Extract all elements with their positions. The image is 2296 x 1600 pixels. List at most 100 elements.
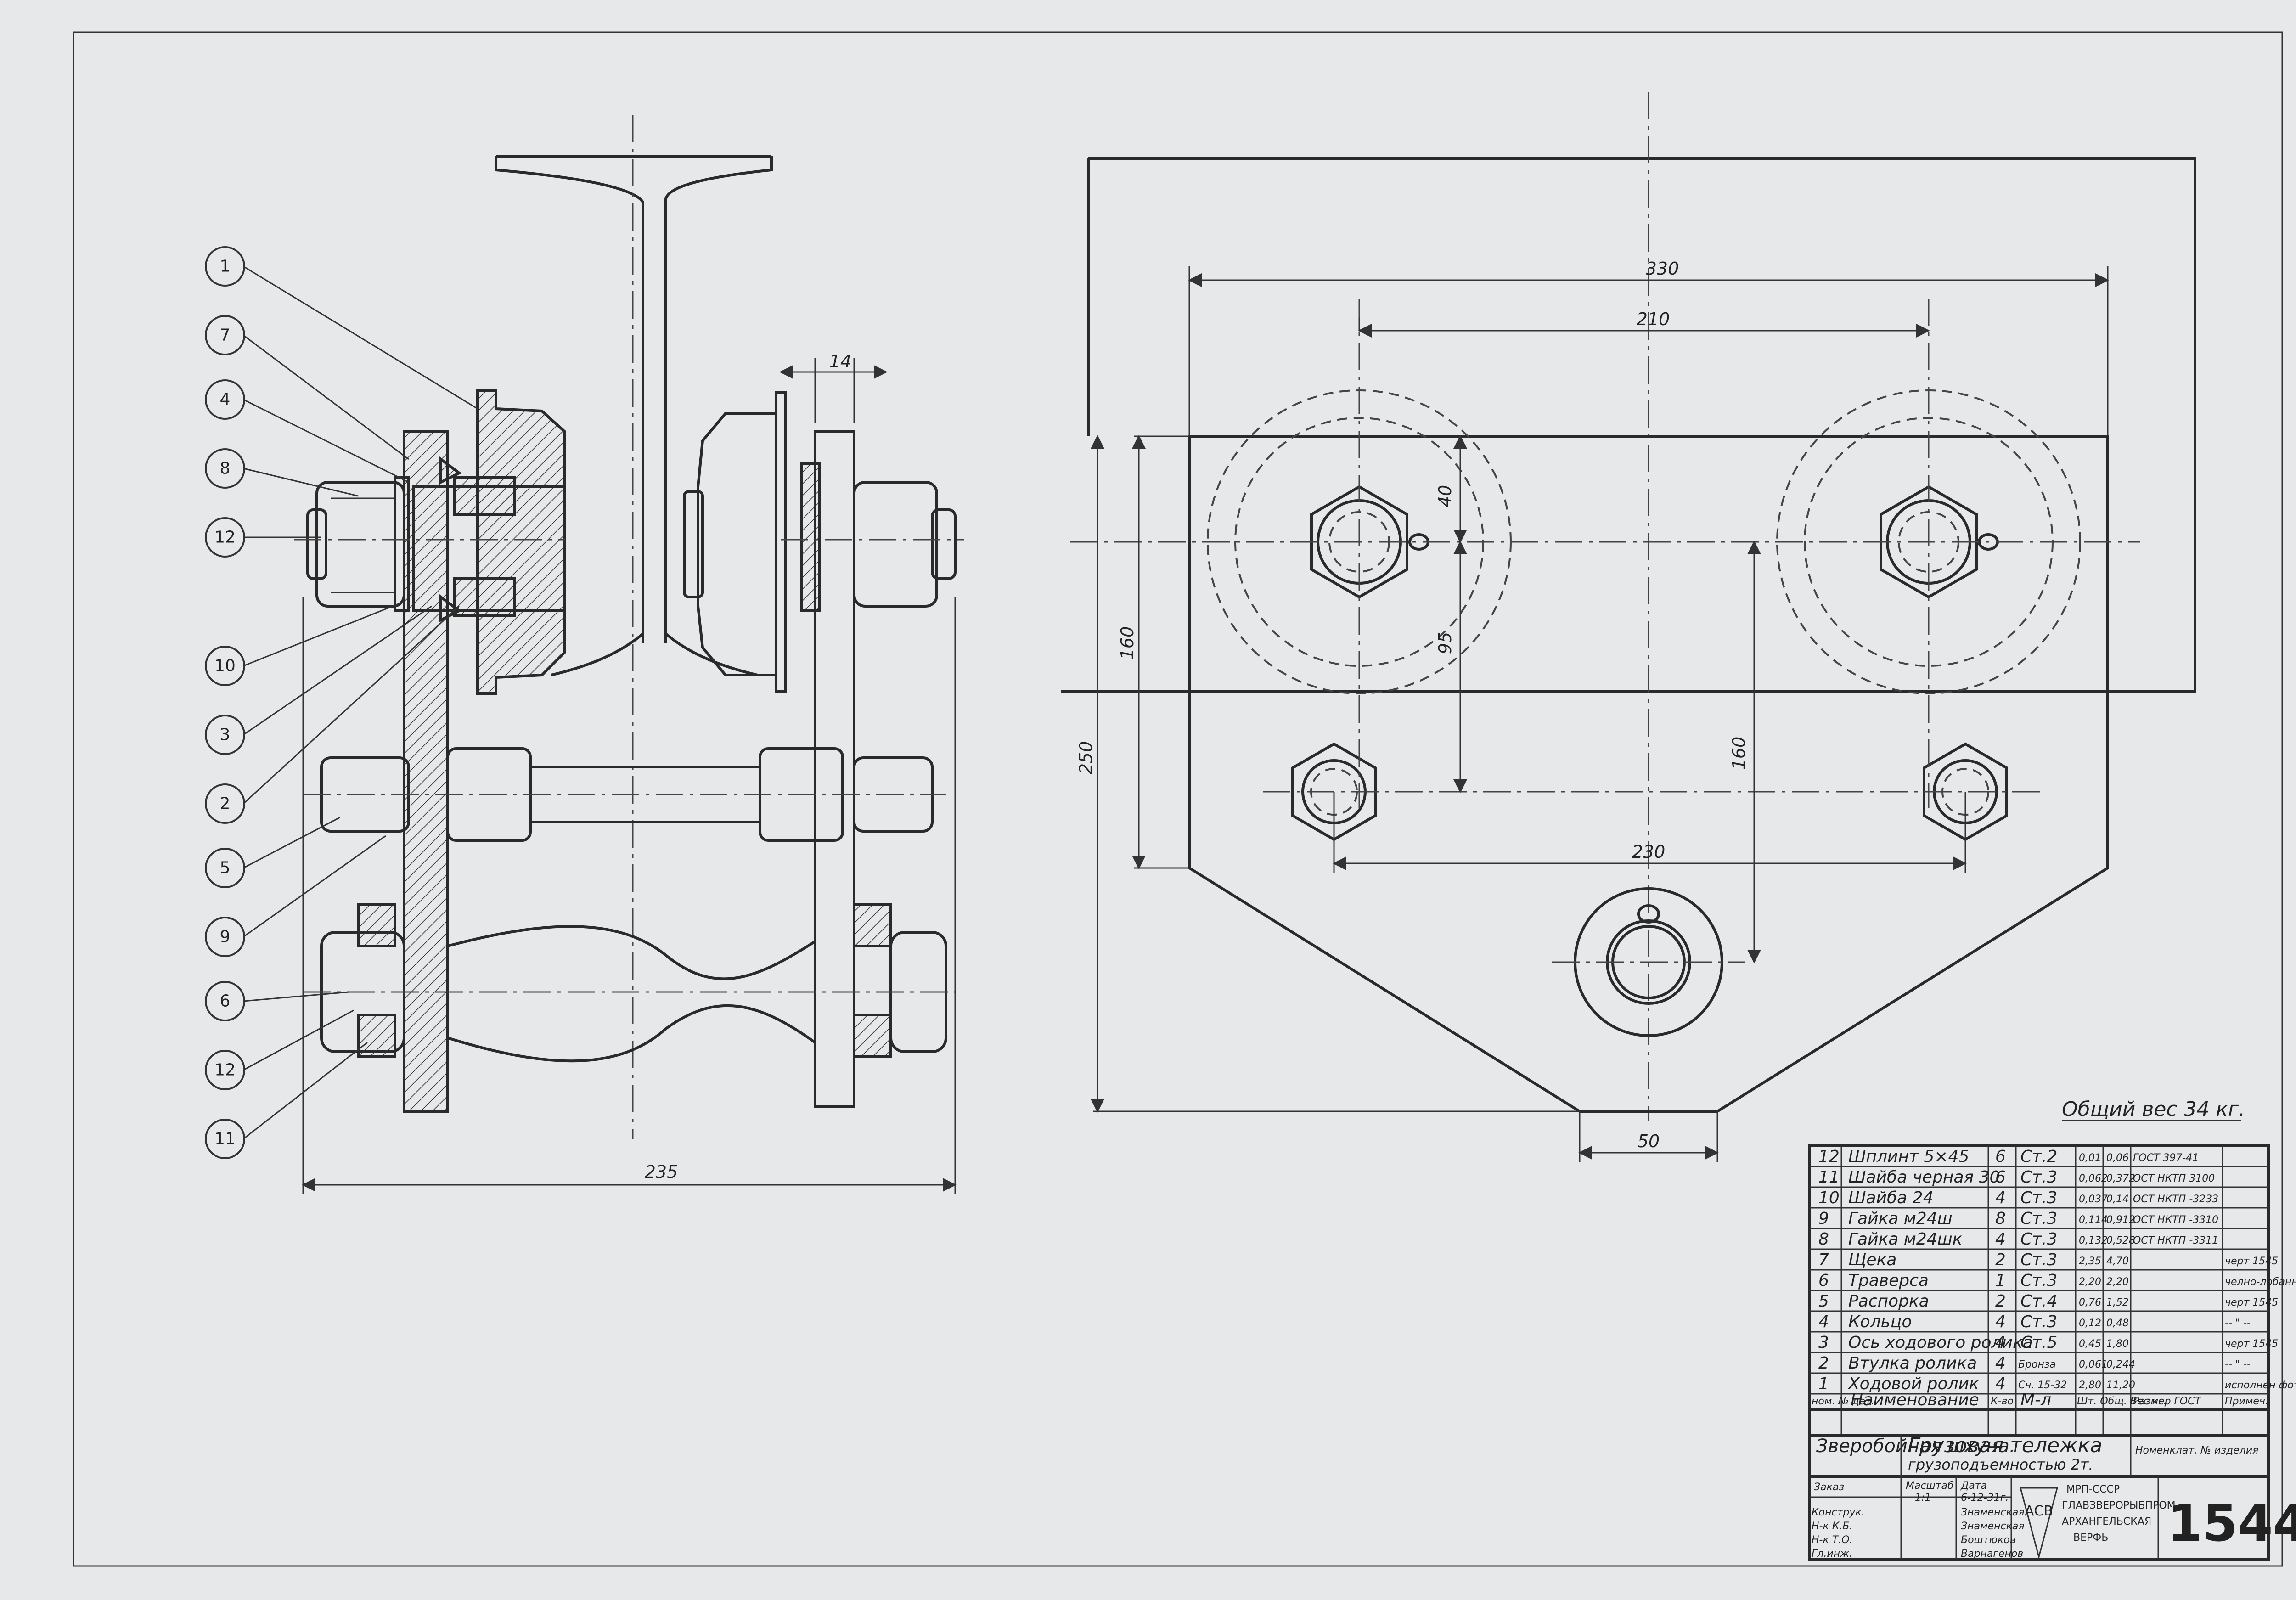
callout-3: 3	[220, 726, 231, 744]
table-header: ном. № дет. Наименование К-во М-л Шт. Об…	[1812, 1391, 2268, 1409]
dim-40-label: 40	[1435, 485, 1455, 507]
svg-text:2,20: 2,20	[2079, 1276, 2101, 1288]
callout-12b: 12	[214, 1061, 236, 1080]
callout-1: 1	[220, 257, 231, 276]
svg-text:ОСТ НКТП -3311: ОСТ НКТП -3311	[2133, 1235, 2218, 1246]
dim-210: 210	[1358, 309, 1930, 338]
total-weight: Общий вес 34 кг.	[2062, 1098, 2245, 1121]
svg-text:2,20: 2,20	[2106, 1276, 2129, 1288]
svg-text:4: 4	[1995, 1189, 2006, 1207]
callout-7: 7	[220, 326, 231, 345]
cheek-plate-left	[403, 430, 449, 1113]
svg-text:Боштюков: Боштюков	[1961, 1534, 2016, 1546]
svg-text:4: 4	[1995, 1313, 2006, 1331]
svg-text:Конструк.: Конструк.	[1812, 1507, 1865, 1518]
svg-text:7: 7	[1818, 1251, 1829, 1269]
dim-50: 50	[1578, 1111, 1719, 1162]
callout-11: 11	[214, 1130, 236, 1149]
svg-text:исполнен фотовый: исполнен фотовый	[2225, 1380, 2296, 1391]
svg-text:Шайба 24: Шайба 24	[1848, 1189, 1933, 1207]
svg-text:АСВ: АСВ	[2025, 1503, 2053, 1519]
svg-text:-- " --: -- " --	[2225, 1359, 2251, 1370]
svg-text:6: 6	[1818, 1271, 1829, 1290]
table-row: 4 Кольцо 4 Ст.3 0,12 0,48 -- " --	[1818, 1313, 2251, 1331]
svg-text:0,132: 0,132	[2079, 1235, 2108, 1246]
svg-text:1: 1	[1995, 1271, 2006, 1290]
table-row: 12 Шплинт 5×45 6 Ст.2 0,01 0,06 ГОСТ 397…	[1818, 1147, 2199, 1166]
svg-text:Бронза: Бронза	[2018, 1359, 2056, 1370]
svg-text:0,528: 0,528	[2106, 1235, 2135, 1246]
callout-5: 5	[220, 859, 231, 878]
order-label: Заказ	[1814, 1482, 1844, 1493]
svg-text:2: 2	[1995, 1251, 2006, 1269]
svg-text:Гайка м24шк: Гайка м24шк	[1848, 1230, 1963, 1249]
svg-text:ГЛАВЗВЕРОРЫБПРОМ: ГЛАВЗВЕРОРЫБПРОМ	[2062, 1500, 2176, 1511]
shipyard-logo: АСВ	[2020, 1487, 2058, 1560]
svg-text:2: 2	[1995, 1292, 2006, 1311]
svg-text:Кольцо: Кольцо	[1848, 1313, 1912, 1331]
svg-text:0,48: 0,48	[2106, 1318, 2129, 1329]
svg-text:0,372: 0,372	[2106, 1173, 2135, 1184]
parts-table: 12 Шплинт 5×45 6 Ст.2 0,01 0,06 ГОСТ 397…	[1808, 1144, 2296, 1437]
dim-14-label: 14	[829, 351, 851, 372]
svg-text:челно-лобанная: челно-лобанная	[2225, 1276, 2296, 1288]
svg-text:5: 5	[1818, 1292, 1829, 1311]
svg-text:0,14: 0,14	[2106, 1194, 2129, 1205]
table-row: 6 Траверса 1 Ст.3 2,20 2,20 челно-лобанн…	[1818, 1271, 2296, 1290]
svg-text:Ст.3: Ст.3	[2020, 1251, 2057, 1269]
svg-text:0,037: 0,037	[2079, 1194, 2108, 1205]
svg-text:4: 4	[1995, 1375, 2006, 1393]
sheet-frame	[73, 31, 2283, 1567]
svg-text:Знаменская: Знаменская	[1961, 1521, 2025, 1532]
svg-text:Размер ГОСТ: Размер ГОСТ	[2133, 1396, 2201, 1407]
svg-text:6: 6	[1995, 1147, 2006, 1166]
svg-text:4,70: 4,70	[2106, 1256, 2129, 1267]
svg-text:черт 1545: черт 1545	[2225, 1338, 2278, 1350]
svg-text:ОСТ НКТП 3100: ОСТ НКТП 3100	[2133, 1173, 2215, 1184]
svg-text:Траверса: Траверса	[1848, 1271, 1929, 1290]
dim-160-left: 160	[1117, 435, 1189, 869]
svg-text:6: 6	[1995, 1168, 2006, 1187]
svg-text:Примеч.: Примеч.	[2225, 1396, 2268, 1407]
rail-outline	[1061, 157, 2196, 693]
svg-text:0,912: 0,912	[2106, 1214, 2135, 1226]
svg-text:Ст.2: Ст.2	[2020, 1147, 2057, 1166]
svg-text:Распорка: Распорка	[1848, 1292, 1929, 1311]
svg-text:3: 3	[1818, 1333, 1829, 1352]
roller-left	[412, 389, 566, 695]
svg-text:8: 8	[1818, 1230, 1829, 1249]
svg-text:11,20: 11,20	[2106, 1380, 2135, 1391]
svg-text:Ст.3: Ст.3	[2020, 1168, 2057, 1187]
svg-text:4: 4	[1818, 1313, 1829, 1331]
table-row-lines	[1809, 1166, 2268, 1411]
svg-text:4: 4	[1995, 1333, 2006, 1352]
svg-text:Ст.3: Ст.3	[2020, 1271, 2057, 1290]
svg-text:9: 9	[1818, 1209, 1829, 1228]
svg-text:Ст.3: Ст.3	[2020, 1313, 2057, 1331]
sheet-number: 1544	[2167, 1494, 2296, 1553]
svg-text:Ст.5: Ст.5	[2020, 1333, 2057, 1352]
project-name: Зверобойная шхуна.	[1816, 1436, 2015, 1457]
svg-text:М-л: М-л	[2020, 1391, 2051, 1409]
svg-text:0,76: 0,76	[2079, 1297, 2101, 1308]
svg-text:Щека: Щека	[1848, 1251, 1896, 1269]
svg-text:Ст.3: Ст.3	[2020, 1209, 2057, 1228]
svg-text:К-во: К-во	[1991, 1396, 2014, 1407]
callout-9: 9	[220, 928, 231, 946]
drawing-title: Грузовая тележка	[1908, 1434, 2102, 1457]
svg-text:8: 8	[1995, 1209, 2006, 1228]
svg-text:ОСТ НКТП -3233: ОСТ НКТП -3233	[2133, 1194, 2218, 1205]
side-section-view: 14 235 1 7 4 8 12	[205, 115, 964, 1194]
svg-text:черт 1545: черт 1545	[2225, 1297, 2278, 1308]
table-row: 9 Гайка м24ш 8 Ст.3 0,114 0,912 ОСТ НКТП…	[1818, 1209, 2218, 1228]
dim-250: 250	[1076, 435, 1580, 1113]
title-block: Зверобойная шхуна. Грузовая тележка груз…	[1808, 1434, 2296, 1561]
table-row: 2 Втулка ролика 4 Бронза 0,061 0,244 -- …	[1818, 1354, 2251, 1373]
dim-330: 330	[1188, 259, 2109, 436]
dim-50-label: 50	[1638, 1131, 1660, 1151]
svg-text:1: 1	[1818, 1375, 1829, 1393]
dim-160-right: 160	[1729, 541, 1761, 963]
callout-10: 10	[214, 657, 236, 676]
